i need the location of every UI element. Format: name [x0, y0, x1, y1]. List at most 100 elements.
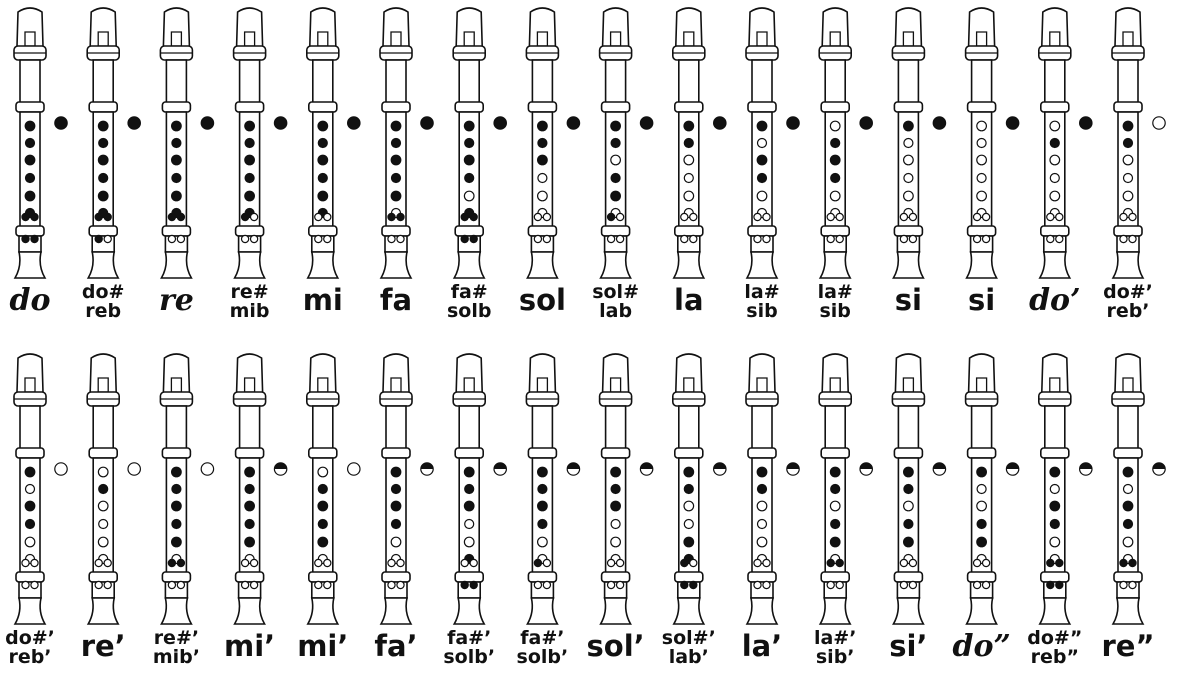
finger-hole-4 — [977, 520, 986, 529]
double-hole-7a — [95, 213, 102, 220]
double-hole-7a — [22, 213, 29, 220]
note-label-flat: lab’ — [669, 646, 709, 668]
double-hole-8b — [324, 581, 331, 588]
finger-hole-4 — [611, 174, 620, 183]
finger-hole-1 — [830, 121, 840, 131]
recorder-middle-ring — [236, 448, 264, 458]
double-hole-7b — [1056, 213, 1063, 220]
note-label-flat: solb — [447, 300, 491, 322]
recorder-fingering: mi’ — [224, 354, 287, 663]
double-hole-8b — [690, 235, 697, 242]
recorder-fingering: do#”reb” — [1027, 354, 1092, 668]
finger-hole-2 — [758, 485, 767, 494]
double-hole-7a — [534, 559, 541, 566]
recorder-head — [822, 8, 848, 48]
recorder-head — [749, 8, 775, 48]
double-hole-8a — [1120, 235, 1127, 242]
finger-hole-1 — [464, 121, 474, 131]
double-hole-7b — [690, 213, 697, 220]
recorder-head — [163, 354, 189, 394]
finger-hole-3 — [25, 155, 35, 165]
finger-hole-1 — [391, 121, 401, 131]
finger-hole-1 — [98, 121, 108, 131]
double-hole-7a — [461, 213, 468, 220]
finger-hole-3 — [538, 501, 548, 511]
note-label: re” — [1101, 629, 1154, 663]
finger-hole-5 — [977, 191, 987, 201]
recorder-fingering: mi — [303, 8, 360, 317]
thumb-hole — [933, 117, 945, 129]
recorder-head — [529, 354, 555, 394]
note-label-flat: mib — [230, 300, 270, 322]
finger-hole-5 — [318, 537, 328, 547]
recorder-bell — [601, 252, 631, 278]
finger-hole-5 — [757, 191, 767, 201]
double-hole-7a — [22, 559, 29, 566]
double-hole-7b — [1056, 559, 1063, 566]
note-label-flat: solb’ — [517, 646, 569, 668]
recorder-upper-tube — [532, 60, 552, 104]
finger-hole-5 — [98, 191, 108, 201]
finger-hole-1 — [904, 467, 914, 477]
double-hole-8a — [95, 235, 102, 242]
recorder-middle-ring — [309, 102, 337, 112]
double-hole-8b — [1056, 235, 1063, 242]
finger-hole-1 — [977, 121, 987, 131]
double-hole-8a — [22, 235, 29, 242]
finger-hole-5 — [830, 537, 840, 547]
finger-hole-4 — [392, 174, 401, 183]
recorder-joint — [1041, 572, 1069, 582]
double-hole-8a — [315, 235, 322, 242]
recorder-bell — [747, 598, 777, 624]
recorder-bell — [88, 598, 118, 624]
recorder-middle-ring — [968, 102, 996, 112]
double-hole-8a — [681, 235, 688, 242]
note-label: fa — [380, 283, 412, 317]
finger-hole-1 — [684, 121, 694, 131]
finger-hole-4 — [1124, 520, 1133, 529]
recorder-upper-tube — [825, 60, 845, 104]
note-label: la — [674, 283, 704, 317]
recorder-joint — [455, 226, 483, 236]
finger-hole-5 — [25, 191, 35, 201]
finger-hole-3 — [25, 501, 35, 511]
recorder-head — [969, 354, 995, 394]
recorder-middle-ring — [821, 102, 849, 112]
thumb-hole — [1080, 463, 1092, 475]
recorder-middle-ring — [382, 448, 410, 458]
note-label: sol’ — [587, 629, 645, 663]
double-hole-7a — [974, 213, 981, 220]
finger-hole-4 — [758, 520, 767, 529]
double-hole-7a — [900, 559, 907, 566]
double-hole-8b — [251, 235, 258, 242]
double-hole-8b — [836, 235, 843, 242]
note-label-flat: reb — [85, 300, 121, 322]
double-hole-7a — [681, 213, 688, 220]
recorder-upper-tube — [459, 406, 479, 450]
double-hole-8b — [909, 581, 916, 588]
recorder-bell — [161, 252, 191, 278]
recorder-fingering: fa#’solb’ — [443, 354, 506, 668]
recorder-head — [383, 354, 409, 394]
finger-hole-4 — [465, 174, 474, 183]
thumb-hole — [421, 117, 433, 129]
recorder-joint — [821, 572, 849, 582]
finger-hole-2 — [538, 485, 547, 494]
thumb-hole — [640, 463, 652, 475]
double-hole-8a — [827, 581, 834, 588]
recorder-upper-tube — [1045, 60, 1065, 104]
recorder-middle-ring — [528, 448, 556, 458]
finger-hole-1 — [904, 121, 914, 131]
finger-hole-3 — [538, 155, 548, 165]
finger-hole-2 — [172, 485, 181, 494]
double-hole-8b — [543, 581, 550, 588]
recorder-bell — [967, 598, 997, 624]
finger-hole-1 — [464, 467, 474, 477]
recorder-fingering: sol#lab — [592, 8, 653, 322]
recorder-fingering: re#mib — [230, 8, 287, 322]
double-hole-8a — [754, 235, 761, 242]
double-hole-8b — [251, 581, 258, 588]
double-hole-7a — [388, 559, 395, 566]
double-hole-7a — [754, 559, 761, 566]
recorder-fingering: la#’sib’ — [814, 354, 872, 668]
